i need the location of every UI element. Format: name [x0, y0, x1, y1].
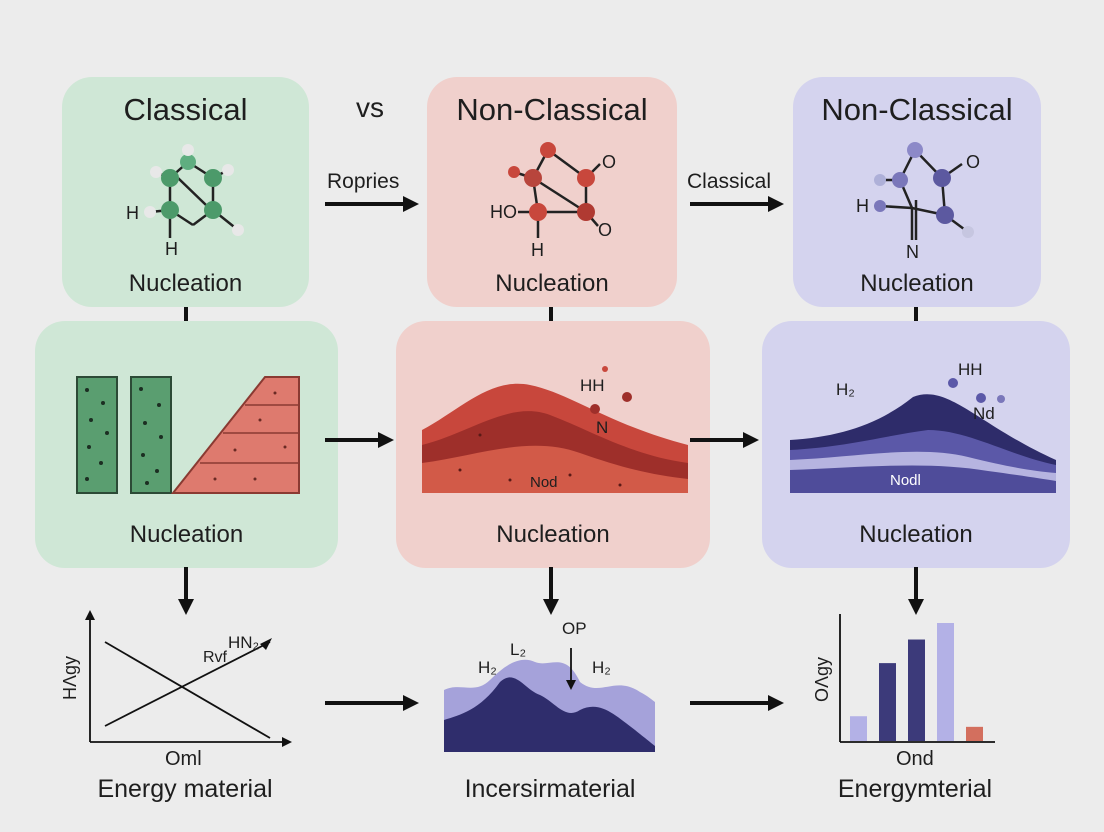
energy-bar-chart: OΛgy: [812, 614, 995, 743]
atom-label: O: [966, 152, 980, 172]
chart-xlabel: Oml: [165, 748, 202, 770]
atom-label: O: [602, 152, 616, 172]
atom-label: H: [165, 239, 178, 259]
classical-nucleation-illustration: [76, 376, 300, 494]
atom-label: H: [531, 240, 544, 260]
nonclassical-nucleation-label-1: Nucleation: [495, 270, 609, 297]
series-arrowhead: [260, 638, 272, 650]
bar-5: [966, 726, 983, 741]
classical-nucleation-label: Nucleation: [128, 270, 243, 297]
nonclassical-nucleation-illustration-2: H₂ HH Nd Nodl: [790, 360, 1056, 493]
right-arrow-icon: [325, 695, 419, 711]
nonclassical-nucleation-illustration-1: HH N Nod: [422, 366, 688, 493]
annotation: H₂: [478, 658, 497, 677]
red-molecule-icon: O HO H O: [490, 142, 616, 260]
incersir-material-caption: Incersirmaterial: [464, 775, 636, 803]
chart-ylabel: HΛgy: [60, 656, 80, 700]
green-molecule-icon: H H: [126, 144, 244, 259]
bar-1: [850, 716, 867, 741]
energymterial-caption: Energymterial: [837, 775, 993, 803]
right-arrow-icon: [325, 432, 394, 448]
classical-title: Classical: [123, 92, 248, 127]
series-line-1: [104, 641, 271, 727]
annotation: HH: [580, 376, 605, 395]
bar-4: [937, 623, 954, 741]
nonclassical-title-2: Non-Classical: [821, 92, 1013, 127]
bar-2: [879, 663, 896, 741]
annotation: HH: [958, 360, 983, 379]
nonclassical-nucleation-label-2: Nucleation: [860, 270, 974, 297]
line-label: Rvf: [203, 649, 228, 666]
annotation: H₂: [592, 658, 611, 677]
nonclassical-card-2: [793, 77, 1041, 307]
atom-label: N: [906, 242, 919, 262]
classical-card: [62, 77, 309, 307]
annotation: Nodl: [890, 472, 921, 489]
energy-material-caption: Energy material: [97, 775, 273, 803]
arrow-label-classical: Classical: [687, 170, 772, 193]
atom-label: H: [856, 196, 869, 216]
energy-line-chart: HΛgy Rvf HN₂: [60, 610, 292, 747]
annotation: Nod: [530, 474, 558, 491]
incersir-area-chart: H₂ L₂ OP H₂: [444, 619, 655, 752]
chart-ylabel: OΛgy: [812, 657, 832, 702]
nonclassical-process-label-1: Nucleation: [496, 521, 610, 548]
purple-molecule-icon: O H N: [856, 142, 980, 262]
annotation: N: [596, 418, 608, 437]
annotation: H₂: [836, 380, 855, 399]
vs-label: vs: [356, 92, 384, 123]
down-arrow-icon: [543, 567, 559, 615]
right-arrow-icon: [325, 196, 419, 212]
chart-xlabel: Ond: [896, 748, 934, 770]
down-arrow-icon: [178, 567, 194, 615]
annotation: L₂: [510, 640, 526, 659]
series-line-2: [104, 641, 271, 739]
atom-label: HO: [490, 202, 517, 222]
right-arrow-icon: [690, 196, 784, 212]
bar-3: [908, 639, 925, 741]
right-arrow-icon: [690, 695, 784, 711]
nonclassical-process-label-2: Nucleation: [859, 521, 973, 548]
nonclassical-card-1: [427, 77, 677, 307]
arrow-label-ropries: Ropries: [327, 170, 400, 193]
nonclassical-title-1: Non-Classical: [456, 92, 648, 127]
down-arrow-icon: [908, 567, 924, 615]
right-arrow-icon: [690, 432, 759, 448]
atom-label: H: [126, 203, 139, 223]
annotation: OP: [562, 619, 587, 638]
line-label: HN₂: [228, 633, 259, 652]
annotation: Nd: [973, 404, 995, 423]
atom-label: O: [598, 220, 612, 240]
classical-process-label: Nucleation: [129, 521, 244, 548]
